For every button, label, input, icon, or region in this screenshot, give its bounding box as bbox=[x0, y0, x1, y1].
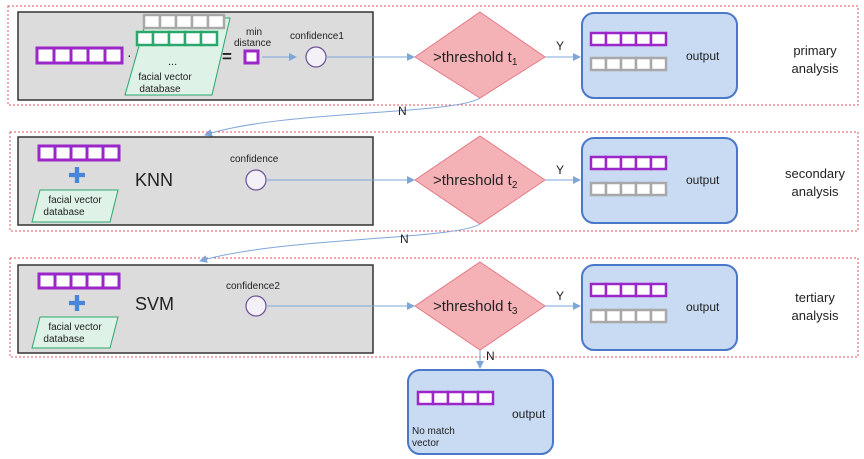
secondary-database-shape bbox=[31, 189, 119, 223]
database-vector-gray bbox=[142, 13, 226, 30]
no-label-2: N bbox=[400, 232, 409, 246]
primary-output-purple-vector bbox=[589, 31, 668, 47]
threshold3-label: >threshold t3 bbox=[433, 298, 518, 317]
tertiary-output-label: output bbox=[686, 300, 720, 314]
primary-output-label: output bbox=[686, 49, 720, 63]
threshold1-label: >threshold t1 bbox=[433, 49, 518, 68]
secondary-stage-label-2: analysis bbox=[792, 184, 839, 199]
arrow-no2 bbox=[199, 223, 481, 263]
confidence-node bbox=[245, 169, 267, 191]
dot-operator: · bbox=[127, 47, 132, 63]
confidence2-node bbox=[245, 295, 267, 317]
confidence2-label: confidence2 bbox=[226, 281, 280, 292]
secondary-output-gray-vector bbox=[589, 181, 668, 197]
secondary-db-label-line2: database bbox=[43, 207, 85, 218]
no-label-1: N bbox=[398, 104, 407, 118]
tertiary-stage-border bbox=[9, 257, 859, 358]
svm-label: SVM bbox=[135, 294, 174, 314]
primary-query-vector bbox=[35, 46, 124, 65]
knn-label: KNN bbox=[135, 170, 173, 190]
no-match-label-line2: vector bbox=[412, 438, 440, 449]
no-label-3: N bbox=[486, 349, 495, 363]
no-match-purple-vector bbox=[416, 390, 495, 406]
database-vector-green bbox=[135, 30, 219, 47]
tertiary-stage-label-2: analysis bbox=[792, 308, 839, 323]
no-match-label-line1: No match bbox=[412, 426, 455, 437]
primary-db-label-line1: facial vector bbox=[138, 72, 192, 83]
tertiary-database-shape bbox=[31, 316, 119, 349]
secondary-output-purple-vector bbox=[589, 155, 668, 171]
min-distance-square bbox=[243, 49, 260, 65]
yes-label-2: Y bbox=[556, 163, 564, 177]
tertiary-plus-icon: ✚ bbox=[68, 291, 86, 316]
equals-sign: = bbox=[222, 47, 232, 66]
primary-stage-label-2: analysis bbox=[792, 61, 839, 76]
ellipsis: ... bbox=[168, 56, 177, 68]
arrow-no1 bbox=[204, 97, 481, 137]
min-label: min bbox=[246, 27, 262, 38]
tertiary-stage-label-1: tertiary bbox=[795, 290, 835, 305]
primary-stage-label-1: primary bbox=[793, 43, 837, 58]
tertiary-db-label-line2: database bbox=[43, 334, 85, 345]
confidence1-label: confidence1 bbox=[290, 31, 344, 42]
secondary-db-label-line1: facial vector bbox=[48, 195, 102, 206]
no-match-output-label: output bbox=[512, 407, 546, 421]
distance-label: distance bbox=[234, 38, 272, 49]
secondary-stage-label-1: secondary bbox=[785, 166, 845, 181]
yes-label-1: Y bbox=[556, 39, 564, 53]
tertiary-query-vector bbox=[37, 272, 121, 290]
tertiary-output-gray-vector bbox=[589, 308, 668, 324]
primary-output-gray-vector bbox=[589, 56, 668, 72]
tertiary-db-label-line1: facial vector bbox=[48, 322, 102, 333]
secondary-stage-border bbox=[9, 131, 859, 232]
secondary-query-vector bbox=[37, 144, 121, 162]
yes-label-3: Y bbox=[556, 289, 564, 303]
primary-stage-border bbox=[7, 5, 859, 106]
secondary-output-label: output bbox=[686, 173, 720, 187]
threshold2-label: >threshold t2 bbox=[433, 172, 518, 191]
secondary-plus-icon: ✚ bbox=[68, 163, 86, 188]
tertiary-output-purple-vector bbox=[589, 282, 668, 298]
confidence1-node bbox=[305, 46, 327, 68]
primary-db-label-line2: database bbox=[139, 84, 181, 95]
confidence-label: confidence bbox=[230, 154, 279, 165]
